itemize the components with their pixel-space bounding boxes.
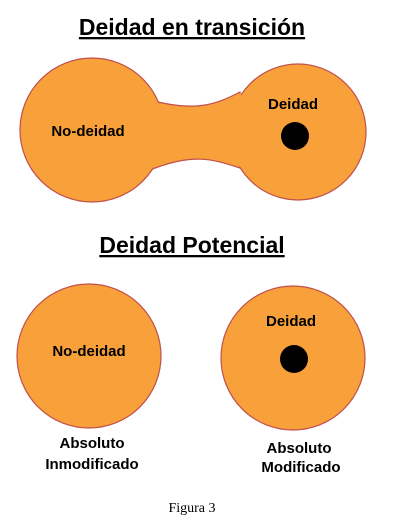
unmodified-absolute-circle bbox=[16, 283, 162, 429]
unmodified-caption-line1: Absoluto bbox=[60, 435, 125, 452]
potential-deity-core-dot bbox=[280, 345, 308, 373]
potential-title: Deidad Potencial bbox=[99, 232, 284, 258]
deity-core-dot bbox=[281, 122, 309, 150]
modified-caption-line2: Modificado bbox=[261, 459, 340, 476]
modified-circle-label: Deidad bbox=[266, 313, 316, 330]
unmodified-caption-line2: Inmodificado bbox=[45, 456, 138, 473]
unmodified-circle-label: No-deidad bbox=[52, 343, 125, 360]
deity-label: Deidad bbox=[268, 96, 318, 113]
figure-caption: Figura 3 bbox=[168, 501, 215, 516]
modified-caption-line1: Absoluto bbox=[267, 440, 332, 457]
transition-seam-fill bbox=[150, 93, 241, 169]
no-deity-label: No-deidad bbox=[51, 123, 124, 140]
transition-title: Deidad en transición bbox=[79, 14, 305, 40]
transition-shape bbox=[19, 57, 367, 203]
